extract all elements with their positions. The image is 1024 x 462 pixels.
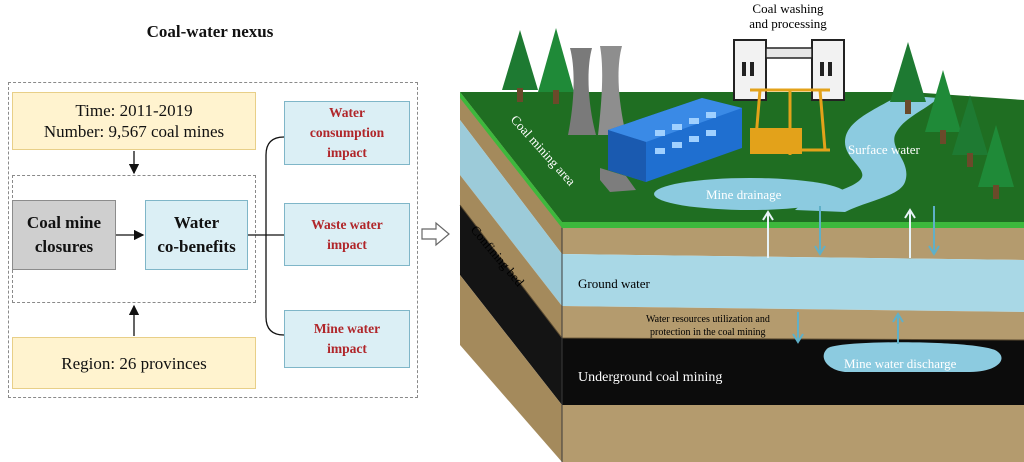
coal-seam-side (460, 205, 562, 405)
impact-bracket (265, 136, 285, 336)
mine-drainage-label: Mine drainage (706, 187, 782, 202)
groundwater-side (460, 120, 562, 306)
impact-text: Water (329, 105, 365, 120)
tree-group (502, 28, 1014, 199)
confining-bed-side (460, 175, 562, 338)
cobenefits-line2: co-benefits (157, 237, 236, 256)
cobenefits-line1: Water (173, 213, 220, 232)
mine-drainage-pond (654, 178, 846, 210)
region-text: Region: 26 provinces (61, 353, 207, 373)
impact-text: Mine water (313, 321, 381, 336)
diagram-title: Coal-water nexus (146, 22, 274, 41)
impact-text: consumption (309, 125, 385, 140)
impact-text: impact (327, 341, 367, 356)
ground-water-label: Ground water (578, 276, 651, 291)
waste-water-impact-box: Waste water impact (284, 203, 410, 266)
water-consumption-impact-box: Water consumption impact (284, 101, 410, 165)
water-cobenefits-box: Water co-benefits (145, 200, 248, 270)
hopper (750, 128, 802, 154)
cooling-towers (568, 46, 626, 135)
region-box: Region: 26 provinces (12, 337, 256, 389)
coal-washing-label: and processing (749, 16, 827, 31)
coal-washing-label: Coal washing (752, 1, 824, 16)
time-text: Time: 2011-2019 (75, 101, 193, 120)
factory-building (600, 98, 742, 192)
surface-river (795, 95, 938, 212)
time-box: Time: 2011-2019 Number: 9,567 coal mines (12, 92, 256, 150)
groundwater-front (562, 254, 1024, 312)
surface-water-label: Surface water (848, 142, 920, 157)
impact-text: impact (327, 236, 367, 252)
utilization-label: Water resources utilization and (646, 314, 770, 325)
bedrock-front (562, 405, 1024, 462)
topsoil-side (460, 92, 562, 254)
hollow-arrow-icon (421, 221, 450, 247)
impact-text: impact (327, 145, 367, 160)
closures-line2: closures (34, 237, 94, 256)
closures-line1: Coal mine (26, 213, 102, 232)
utilization-label: protection in the coal mining (650, 327, 766, 338)
bedrock-side (460, 275, 562, 462)
mine-water-impact-box: Mine water impact (284, 310, 410, 368)
coal-mining-illustration: Coal washing and processing Coal mining … (459, 1, 1024, 462)
mine-water-discharge-pool (823, 342, 1002, 372)
mine-water-discharge-label: Mine water discharge (844, 356, 957, 371)
mine-count-text: Number: 9,567 coal mines (43, 122, 225, 141)
outer-dashed-frame (8, 82, 418, 398)
impact-text: Waste water (311, 216, 383, 232)
underground-coal-mining-label: Underground coal mining (578, 370, 722, 385)
flow-connectors (116, 136, 285, 336)
coal-mine-closures-box: Coal mine closures (12, 200, 116, 270)
topsoil-front (562, 222, 1024, 260)
sandstone-front (562, 306, 1024, 340)
